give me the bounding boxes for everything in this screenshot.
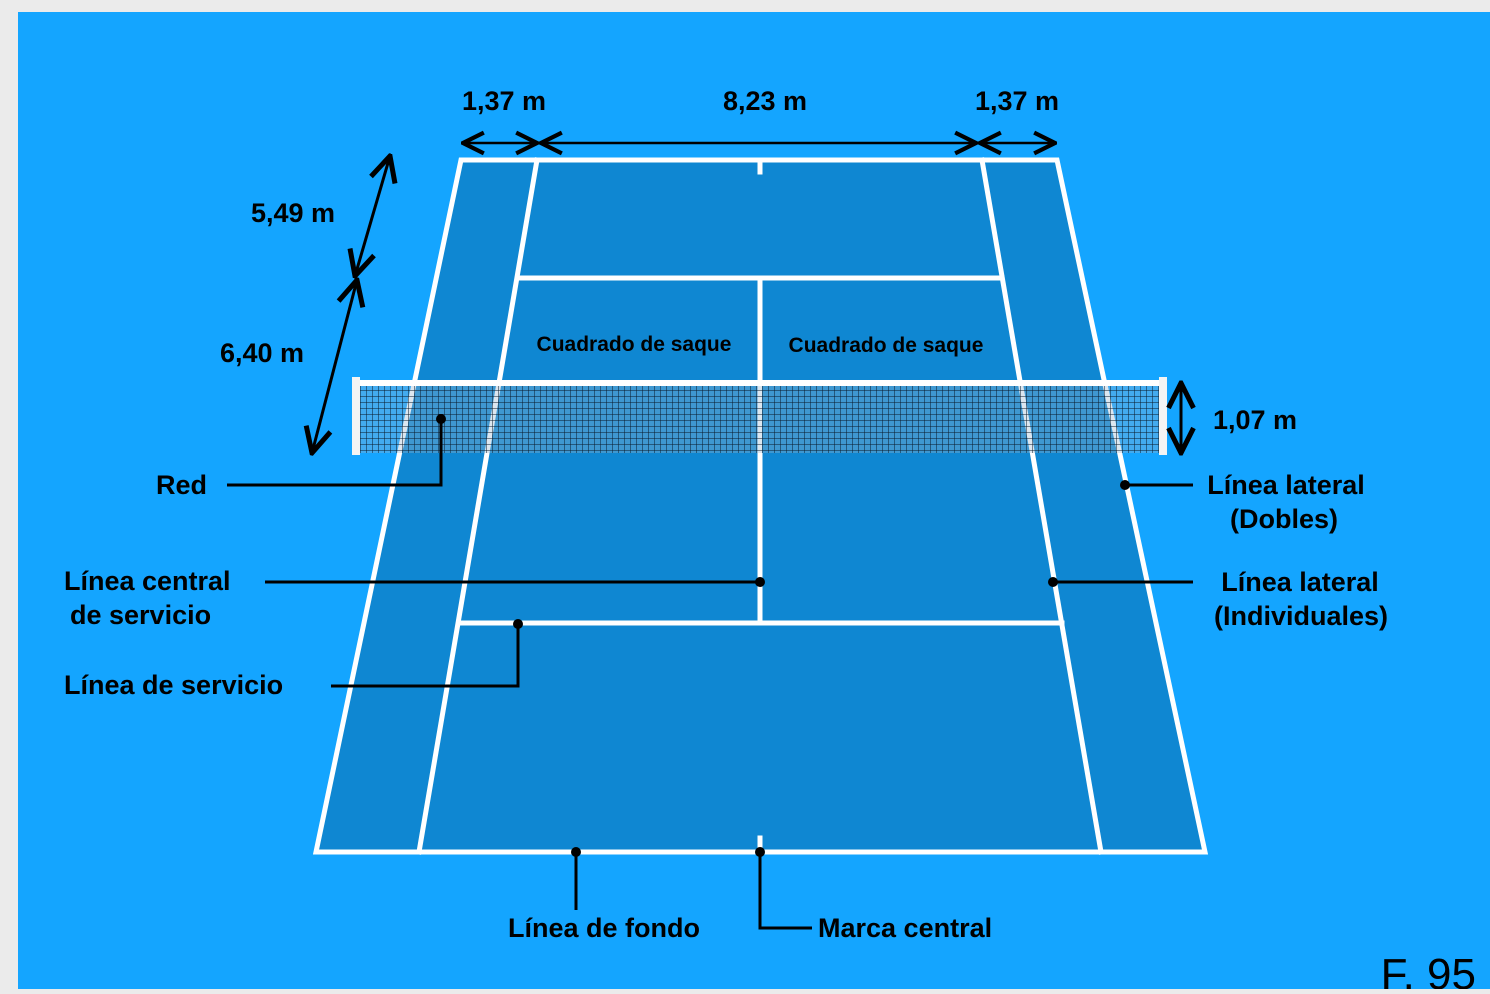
net-leader (227, 419, 443, 487)
service-line-label: Línea de servicio (64, 670, 283, 700)
leader-lines (227, 419, 1193, 930)
baseline-label: Línea de fondo (508, 913, 700, 943)
singles-sideline-left (416, 157, 540, 855)
center-service-line-label-line1: Línea central (64, 566, 231, 596)
service-box-depth-arrow (312, 280, 357, 453)
service-box-depth-label: 6,40 m (220, 338, 304, 368)
alley-right-width-label: 1,37 m (975, 86, 1059, 116)
depth-arrows (312, 156, 390, 453)
doubles-outline (312, 157, 1209, 855)
net-tape (357, 380, 1163, 386)
baseline-dot (571, 847, 581, 857)
service-box-left-label: Cuadrado de saque (537, 333, 732, 356)
net-mesh (357, 383, 1163, 453)
net-height-label: 1,07 m (1213, 405, 1297, 435)
singles-sideline-label-line2: (Individuales) (1214, 601, 1388, 631)
figure-number: F. 95 (1381, 950, 1476, 989)
doubles-sideline-label-line2: (Dobles) (1230, 504, 1338, 534)
net-dot (436, 414, 446, 424)
back-zone-depth-arrow (355, 156, 390, 276)
singles-sideline-label-line1: Línea lateral (1221, 567, 1379, 597)
net (352, 377, 1167, 455)
leader-dots (436, 414, 1130, 857)
alley-left-width-label: 1,37 m (462, 86, 546, 116)
center-service-line-label-line2: de servicio (70, 600, 211, 630)
singles-sideline-dot (1048, 577, 1058, 587)
service-line-leader (331, 624, 520, 688)
singles-width-label: 8,23 m (723, 86, 807, 116)
service-box-right-label: Cuadrado de saque (789, 334, 984, 357)
net-label: Red (156, 470, 207, 500)
center-mark-label: Marca central (818, 913, 992, 943)
center-mark-leader (758, 852, 812, 930)
service-line-dot (513, 619, 523, 629)
center-service-line-dot (755, 577, 765, 587)
singles-sideline-right (979, 157, 1104, 855)
net-post-right (1159, 377, 1167, 455)
doubles-sideline-label-line1: Línea lateral (1207, 470, 1365, 500)
center-mark-dot (755, 847, 765, 857)
doubles-sideline-dot (1120, 480, 1130, 490)
back-zone-depth-label: 5,49 m (251, 198, 335, 228)
net-post-left (352, 377, 360, 455)
